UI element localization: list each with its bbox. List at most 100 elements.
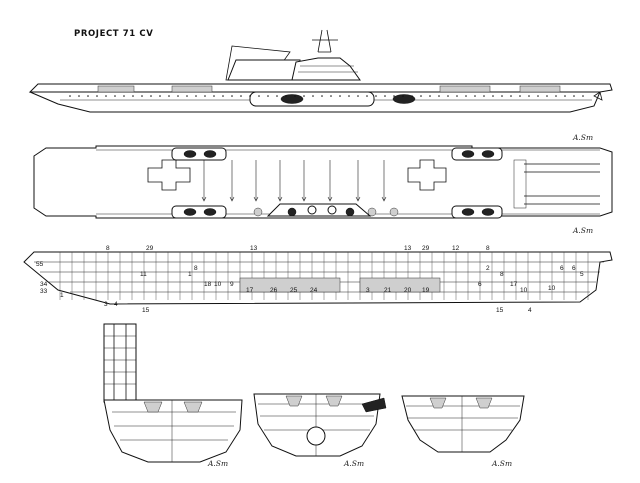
label-compartment: 10 — [214, 281, 222, 288]
label-bottom-right: 15 — [496, 307, 504, 314]
label-compartment: 19 — [422, 287, 430, 294]
label-top: 13 — [250, 245, 258, 252]
porthole — [465, 95, 467, 97]
cross-section-bow: A.Sm — [103, 323, 243, 468]
porthole — [105, 95, 107, 97]
porthole — [168, 95, 170, 97]
label-left: 33 — [40, 288, 48, 295]
label-top: 29 — [422, 245, 430, 252]
island — [291, 57, 361, 81]
wire-arrow — [277, 196, 283, 202]
plan-sponsons — [171, 147, 503, 219]
wire-arrow — [201, 196, 207, 202]
porthole — [141, 95, 143, 97]
wire-arrow — [229, 196, 235, 202]
label-compartment: 8 — [500, 271, 504, 278]
porthole — [474, 95, 476, 97]
porthole — [312, 95, 314, 97]
label-compartment: 10 — [548, 285, 556, 292]
label-compartment: 6 — [572, 265, 576, 272]
porthole — [222, 95, 224, 97]
label-top: 29 — [146, 245, 154, 252]
porthole — [348, 95, 350, 97]
porthole — [186, 95, 188, 97]
label-compartment: 24 — [310, 287, 318, 294]
signature-5: A.Sm — [491, 459, 512, 468]
porthole — [366, 95, 368, 97]
porthole — [420, 95, 422, 97]
porthole — [393, 95, 395, 97]
arrester-wires — [201, 160, 387, 202]
mast — [312, 29, 338, 53]
porthole — [429, 95, 431, 97]
porthole — [303, 95, 305, 97]
hull-section-3 — [401, 395, 525, 453]
porthole — [321, 95, 323, 97]
wire-arrow — [381, 196, 387, 202]
label-compartment: 5 — [580, 271, 584, 278]
bulkhead-lines — [59, 252, 589, 300]
porthole — [231, 95, 233, 97]
label-top: 13 — [404, 245, 412, 252]
wire-arrow — [301, 196, 307, 202]
porthole — [447, 95, 449, 97]
island-section — [103, 323, 137, 403]
label-compartment: 1 — [188, 271, 192, 278]
wire-arrow — [253, 196, 259, 202]
porthole — [195, 95, 197, 97]
label-compartment: 6 — [478, 281, 482, 288]
label-left: 55 — [36, 261, 44, 268]
porthole — [204, 95, 206, 97]
porthole — [411, 95, 413, 97]
label-compartment: 6 — [560, 265, 564, 272]
porthole — [123, 95, 125, 97]
label-compartment: 25 — [290, 287, 298, 294]
label-left: 1 — [60, 292, 64, 299]
signature-4: A.Sm — [343, 459, 364, 468]
porthole — [375, 95, 377, 97]
uptake — [361, 397, 387, 413]
label-top: 8 — [106, 245, 110, 252]
label-left: 34 — [40, 281, 48, 288]
label-bottom-left: 4 — [114, 301, 118, 308]
porthole — [573, 95, 575, 97]
porthole — [276, 95, 278, 97]
island-plan — [266, 203, 372, 217]
porthole — [96, 95, 98, 97]
porthole — [555, 95, 557, 97]
porthole — [285, 95, 287, 97]
hull-section-2 — [253, 393, 381, 457]
funnel — [227, 59, 301, 81]
signature-1: A.Sm — [572, 133, 593, 142]
elevator-aft — [407, 159, 447, 191]
porthole — [114, 95, 116, 97]
porthole — [384, 95, 386, 97]
signature-3: A.Sm — [207, 459, 228, 468]
porthole — [69, 95, 71, 97]
porthole — [330, 95, 332, 97]
porthole — [339, 95, 341, 97]
porthole-row — [69, 95, 584, 97]
catapult-tracks — [524, 163, 600, 205]
label-compartment: 20 — [404, 287, 412, 294]
porthole — [294, 95, 296, 97]
porthole — [357, 95, 359, 97]
porthole — [150, 95, 152, 97]
porthole — [177, 95, 179, 97]
cross-section-aft: A.Sm — [401, 395, 525, 468]
porthole — [267, 95, 269, 97]
porthole — [492, 95, 494, 97]
label-bottom-left: 3 — [104, 301, 108, 308]
diagram-title: PROJECT 71 CV — [74, 29, 153, 39]
hull-section-1 — [103, 399, 243, 463]
porthole — [132, 95, 134, 97]
porthole — [402, 95, 404, 97]
porthole — [78, 95, 80, 97]
porthole — [483, 95, 485, 97]
porthole — [240, 95, 242, 97]
label-bottom-left: 15 — [142, 307, 150, 314]
label-top: 12 — [452, 245, 460, 252]
